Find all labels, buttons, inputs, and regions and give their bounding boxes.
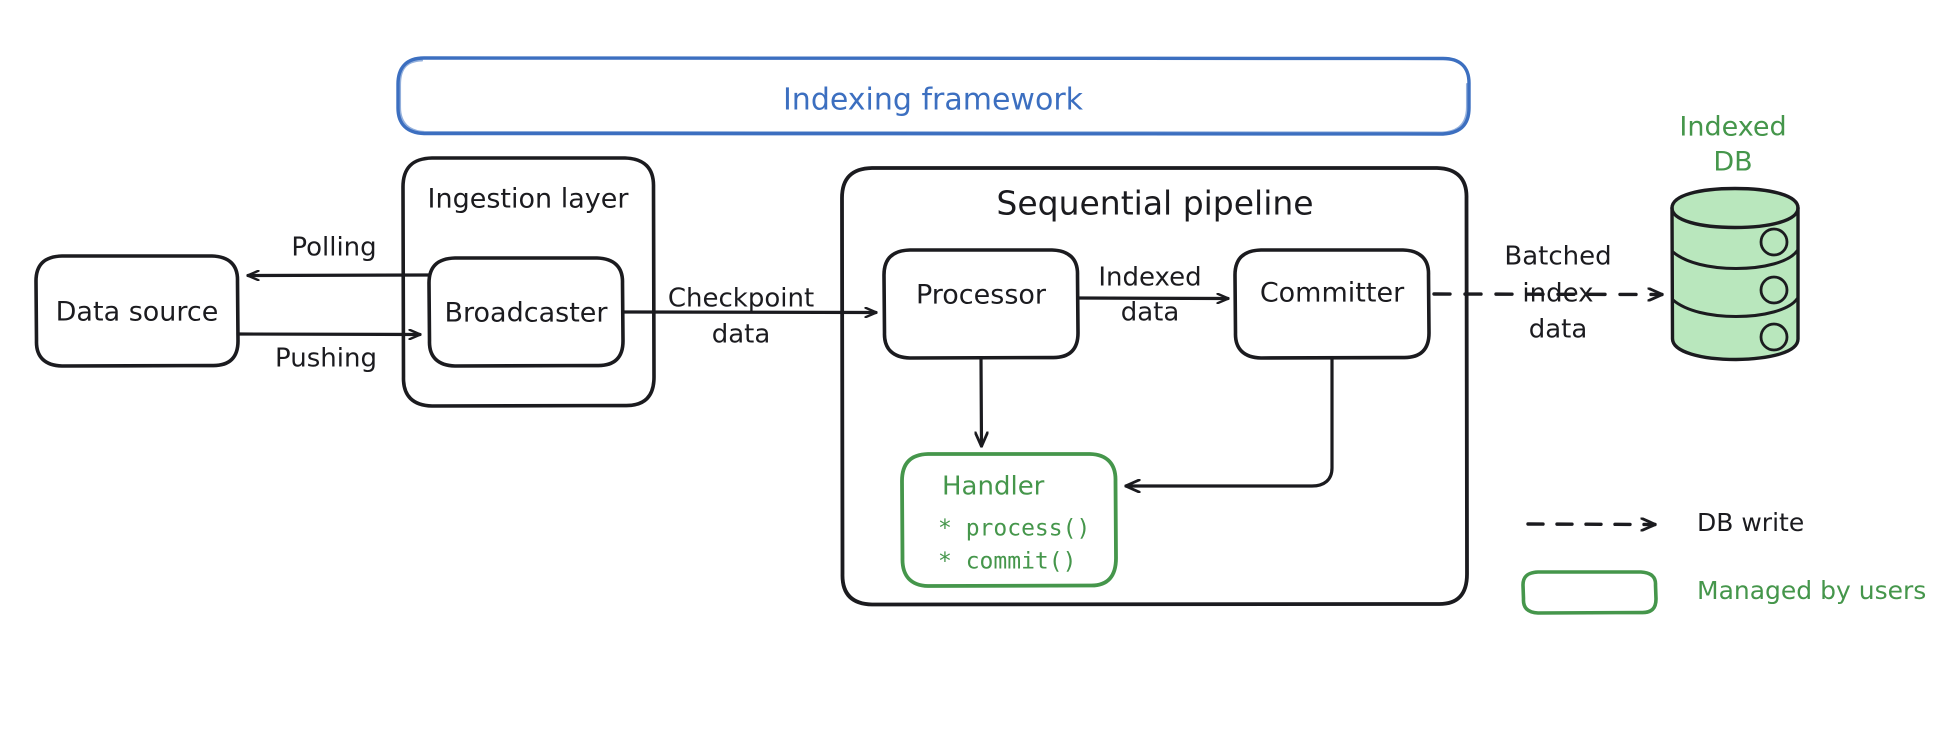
edge-pushing: Pushing (236, 334, 422, 374)
sequential-pipeline-label: Sequential pipeline (996, 184, 1313, 223)
indexed-db-label-line1: Indexed (1679, 112, 1786, 143)
legend-dashed-arrow-icon (1526, 524, 1657, 525)
handler-method-commit: * commit() (938, 549, 1076, 575)
edge-checkpoint-data: Checkpoint data (621, 284, 878, 350)
edge-processor-to-handler (981, 356, 982, 448)
broadcaster-label: Broadcaster (445, 298, 609, 329)
node-handler[interactable]: Handler * process() * commit() (900, 452, 1118, 588)
db-indicator-icon-3 (1759, 322, 1789, 352)
node-processor[interactable]: Processor (882, 248, 1080, 360)
edge-polling-label: Polling (291, 233, 376, 263)
edge-indexed-data-label-line1: Indexed (1098, 263, 1201, 293)
legend-item-managed-by-users: Managed by users (1521, 570, 1926, 615)
indexing-framework-frame: Indexing framework (396, 56, 1471, 136)
legend-item-db-write-label: DB write (1697, 508, 1804, 537)
edge-checkpoint-label-line1: Checkpoint (668, 284, 814, 314)
node-committer[interactable]: Committer (1233, 248, 1431, 360)
db-indicator-icon-1 (1759, 227, 1789, 257)
edge-indexed-data: Indexed data (1076, 263, 1230, 328)
edge-batched-label-line3: data (1529, 315, 1588, 345)
committer-label: Committer (1260, 278, 1405, 309)
legend-green-box-icon (1521, 570, 1658, 615)
legend: DB write Managed by users (1521, 508, 1926, 615)
indexed-db-label-line2: DB (1713, 147, 1752, 178)
handler-method-process: * process() (938, 516, 1090, 542)
db-indicator-icon-2 (1759, 275, 1789, 305)
node-indexed-db[interactable]: Indexed DB (1670, 112, 1800, 362)
edge-committer-to-handler (1124, 356, 1334, 486)
edge-pushing-label: Pushing (275, 344, 377, 374)
data-source-label: Data source (56, 297, 219, 328)
edge-polling: Polling (246, 233, 431, 276)
framework-frame-label: Indexing framework (783, 83, 1084, 118)
handler-label: Handler (942, 472, 1045, 502)
edge-indexed-data-label-line2: data (1121, 298, 1180, 328)
edge-batched-index-data: Batched index data (1432, 242, 1664, 345)
processor-label: Processor (916, 280, 1047, 311)
edge-batched-label-line1: Batched (1504, 242, 1611, 272)
ingestion-layer-label: Ingestion layer (428, 184, 630, 215)
edge-batched-label-line2: index (1522, 279, 1593, 309)
legend-item-db-write: DB write (1526, 508, 1804, 537)
node-data-source[interactable]: Data source (34, 254, 240, 368)
legend-item-managed-by-users-label: Managed by users (1697, 576, 1926, 605)
edge-checkpoint-label-line2: data (712, 320, 771, 350)
node-broadcaster[interactable]: Broadcaster (427, 256, 625, 368)
